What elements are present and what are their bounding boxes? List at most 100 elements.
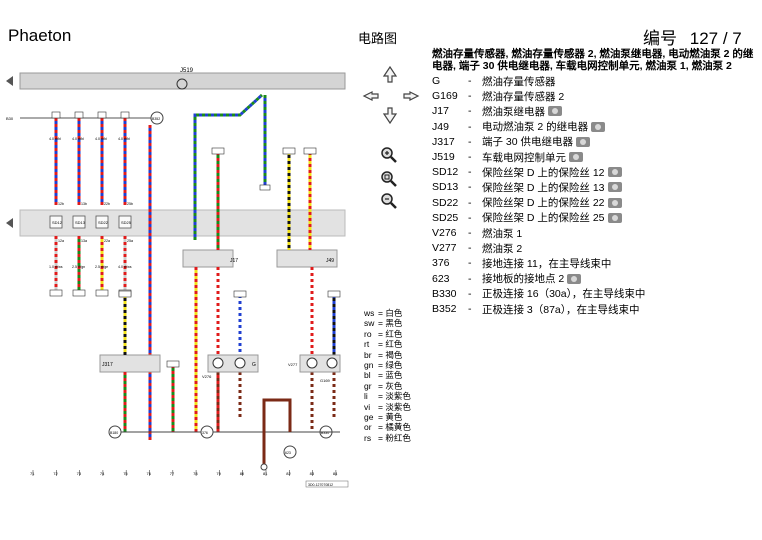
zoom-out-icon[interactable] — [380, 192, 398, 215]
nav-right-icon[interactable] — [403, 91, 420, 101]
wire-spec: 1.0 rt/ws — [49, 265, 63, 269]
color-equals: = — [378, 380, 386, 391]
circuit-number: 80 — [240, 471, 245, 476]
legend-dash: - — [468, 151, 472, 163]
pump-v276-label: V276 — [202, 374, 212, 379]
camera-icon[interactable] — [591, 121, 606, 132]
circuit-number: 82 — [286, 471, 291, 476]
camera-icon[interactable] — [567, 273, 582, 284]
fuse-label: SD22 — [98, 220, 109, 225]
color-code: li — [364, 391, 368, 402]
circuit-number: 78 — [193, 471, 198, 476]
legend-text: 接地板的接地点 2 — [482, 273, 565, 286]
color-code: ro — [364, 328, 372, 339]
legend-dash: - — [468, 211, 472, 224]
color-equals: = — [378, 432, 386, 443]
legend-code: J49 — [432, 120, 449, 133]
legend-code: 623 — [432, 272, 450, 285]
legend-code: 376 — [432, 257, 450, 270]
camera-icon[interactable] — [607, 167, 622, 178]
color-name: 白色 — [385, 308, 403, 318]
legend-dash: - — [468, 75, 472, 87]
color-name: 淡紫色 — [385, 401, 411, 412]
legend-text: 正极连接 16（30a），在主导线束中 — [482, 288, 646, 301]
legend-code: SD25 — [432, 211, 459, 224]
color-code: gn — [364, 360, 374, 371]
color-name: 橘黄色 — [385, 422, 411, 433]
camera-icon[interactable] — [548, 106, 562, 117]
color-key-row: gn= 绿色 — [364, 360, 411, 370]
bus-b352-node — [150, 111, 164, 125]
circuit-number: 73 — [77, 471, 82, 476]
wire-spec: 4.0 rt/bl — [118, 137, 130, 141]
color-key-row: ws= 白色 — [364, 308, 411, 318]
connector-pin — [95, 289, 109, 297]
legend-row: B352-正极连接 3（87a），在主导线束中 — [432, 302, 640, 316]
arrow-left-icon — [6, 76, 13, 86]
legend-row: SD12-保险丝架 D 上的保险丝 12 — [432, 165, 622, 179]
color-code: rt — [364, 339, 370, 350]
color-key-row: rs= 粉红色 — [364, 433, 411, 443]
legend-text: 燃油存量传感器 2 — [482, 90, 565, 103]
legend-text: 燃油泵 1 — [482, 227, 523, 240]
color-name: 淡紫色 — [385, 391, 411, 402]
legend-dash: - — [468, 120, 472, 133]
legend-dash: - — [468, 227, 472, 239]
color-code: rs — [364, 432, 372, 443]
color-equals: = — [378, 370, 386, 381]
legend-code: SD22 — [432, 196, 459, 209]
legend-code: G — [432, 75, 441, 87]
circuit-number: 77 — [170, 471, 175, 476]
color-name: 绿色 — [385, 360, 403, 371]
connector-pin — [74, 111, 84, 119]
legend-code: B330 — [432, 287, 457, 300]
b30-label: B30 — [6, 116, 14, 121]
circuit-number: 81 — [263, 471, 268, 476]
color-key-row: li= 淡紫色 — [364, 391, 411, 401]
relay-j49-label: J49 — [326, 258, 334, 264]
j519-label: J519 — [180, 68, 194, 74]
color-key-row: rt= 红色 — [364, 339, 411, 349]
nav-up-icon[interactable] — [382, 65, 398, 83]
fuse-label: SD12 — [52, 220, 63, 225]
nav-down-icon[interactable] — [382, 107, 398, 125]
camera-icon[interactable] — [576, 136, 591, 147]
zoom-fit-icon[interactable] — [380, 170, 398, 193]
fuse-in-pin: 13b — [81, 202, 87, 206]
legend-code: SD12 — [432, 166, 459, 179]
fuse-in-pin: 25b — [127, 202, 133, 206]
color-key-row: or= 橘黄色 — [364, 422, 411, 432]
zoom-in-icon[interactable] — [380, 146, 398, 169]
color-code: vi — [364, 401, 371, 412]
color-code: sw — [364, 318, 375, 329]
legend-dash: - — [468, 181, 472, 194]
ground-623-label: 623 — [285, 451, 291, 455]
legend-row: SD22-保险丝架 D 上的保险丝 22 — [432, 196, 622, 210]
j519-control-unit — [19, 72, 346, 90]
wire-spec: 4.0 rt/bl — [72, 137, 84, 141]
camera-icon[interactable] — [569, 152, 583, 162]
nav-left-icon[interactable] — [362, 91, 379, 101]
fuse-in-pin: 22b — [104, 202, 110, 206]
color-code: ge — [364, 412, 374, 423]
camera-icon[interactable] — [607, 182, 622, 193]
diagram-heading: 燃油存量传感器, 燃油存量传感器 2, 燃油泵继电器, 电动燃油泵 2 的继电器… — [432, 48, 754, 72]
circuit-number: 79 — [216, 471, 221, 476]
color-name: 蓝色 — [385, 370, 403, 381]
color-key-row: gr= 灰色 — [364, 381, 411, 391]
fuse-holder-d — [19, 209, 346, 237]
color-key-row: sw= 黑色 — [364, 318, 411, 328]
sensor-g-label: G — [252, 362, 256, 368]
camera-icon[interactable] — [607, 212, 622, 223]
navigation-pad — [360, 62, 424, 126]
color-equals: = — [378, 422, 386, 433]
camera-icon[interactable] — [607, 197, 622, 208]
legend-dash: - — [468, 135, 472, 148]
ground-376-label: 376 — [202, 431, 208, 435]
legend-row: J49-电动燃油泵 2 的继电器 — [432, 120, 606, 134]
doc-number-value: 127 / 7 — [689, 29, 742, 48]
legend-row: 623-接地板的接地点 2 — [432, 272, 582, 286]
circuit-number: 84 — [333, 471, 338, 476]
